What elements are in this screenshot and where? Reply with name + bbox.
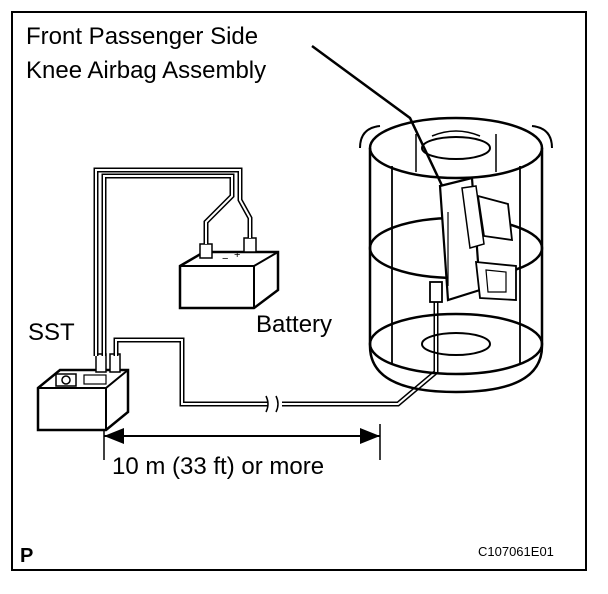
- svg-text:−: −: [222, 253, 228, 265]
- sst-label: SST: [28, 319, 75, 346]
- component-label-line1: Front Passenger Side: [26, 23, 258, 50]
- svg-text:+: +: [234, 249, 240, 261]
- battery-terminal-pos: [243, 237, 257, 253]
- battery-leads: [93, 167, 253, 356]
- corner-mark-p: P: [20, 545, 33, 567]
- airbag-connector: [429, 281, 443, 303]
- battery: − +: [178, 237, 280, 310]
- battery-label: Battery: [256, 311, 332, 338]
- knee-airbag-assembly: [429, 176, 517, 303]
- airbag-disposal-cage: [359, 116, 553, 394]
- battery-terminal-neg: [199, 243, 213, 259]
- component-label-line2: Knee Airbag Assembly: [26, 57, 266, 84]
- sst-tool-box: [36, 353, 130, 432]
- figure-code: C107061E01: [478, 544, 554, 559]
- figure-border: [11, 11, 587, 571]
- distance-label: 10 m (33 ft) or more: [112, 453, 324, 480]
- wire-break-mark: [265, 395, 279, 413]
